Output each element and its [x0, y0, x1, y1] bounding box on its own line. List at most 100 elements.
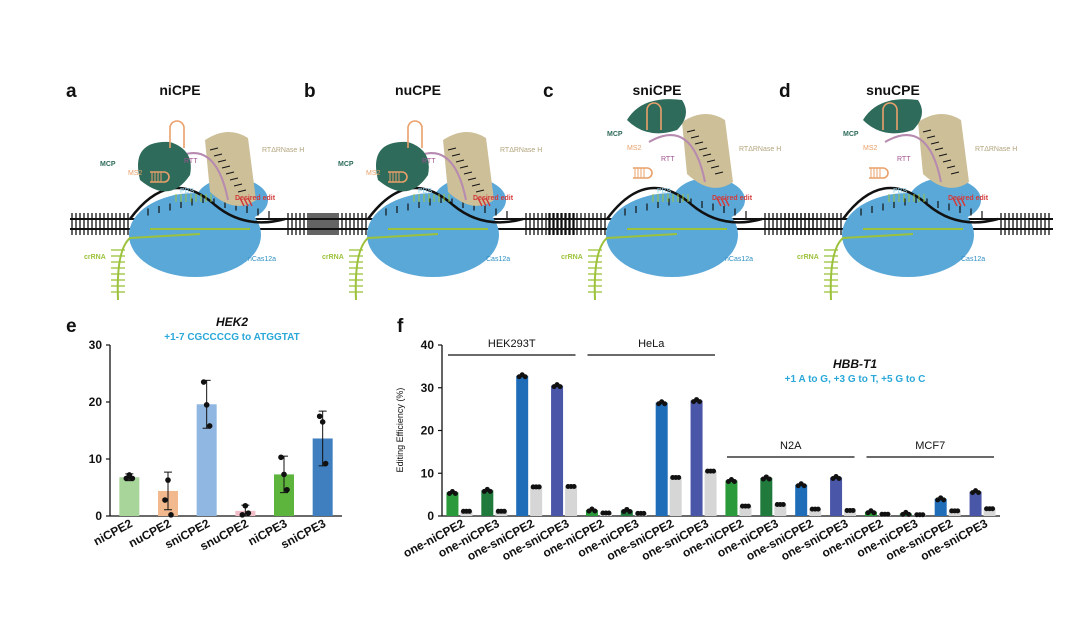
edit-mark: [716, 197, 722, 207]
label-crrna: crRNA: [797, 254, 819, 261]
e-ytick-label: 20: [89, 395, 103, 409]
panel-letter-a: a: [66, 81, 77, 102]
label-cas12a: Cas12a: [961, 256, 985, 263]
label-mcp: MCP: [843, 131, 859, 138]
label-pbs: PBS: [893, 188, 907, 195]
f-point: [571, 484, 577, 490]
rtt-base: [217, 159, 227, 163]
e-point: [245, 510, 252, 516]
f-point: [871, 510, 877, 516]
e-point: [319, 419, 326, 425]
f-point: [780, 501, 786, 507]
f-point: [592, 508, 598, 514]
rtt-base: [702, 153, 712, 157]
rtt-base: [451, 153, 461, 157]
edit-mark: [247, 197, 253, 207]
f-bar-edit: [934, 498, 947, 516]
edit-mark: [952, 197, 958, 207]
rt-rnaseh-body: [682, 113, 733, 188]
rtt-base: [694, 141, 704, 145]
panel-f-subtitle: +1 A to G, +3 G to T, +5 G to C: [785, 374, 926, 385]
f-bar-control: [983, 508, 996, 516]
e-point: [316, 413, 323, 420]
e-ytick-label: 30: [89, 338, 103, 352]
rtt-base: [946, 165, 956, 169]
f-bar-edit: [760, 477, 773, 516]
label-mcp: MCP: [607, 131, 623, 138]
f-point: [697, 399, 703, 405]
label-crrna: crRNA: [322, 254, 344, 261]
mcp-body: [376, 141, 429, 192]
ms2-hairpin: [869, 167, 889, 179]
rtt-base: [930, 141, 940, 145]
panel-letter-e: e: [66, 316, 77, 337]
edit-mark: [481, 197, 487, 207]
label-ms2: MS2: [863, 145, 878, 152]
label-rtt: RTT: [661, 156, 675, 163]
edit-mark: [960, 197, 966, 207]
f-cellline-label: N2A: [780, 440, 802, 452]
e-point: [168, 512, 174, 518]
f-bar-control: [948, 510, 961, 516]
ms2-hairpin: [388, 171, 408, 183]
f-point: [641, 510, 647, 516]
edit-mark: [485, 197, 491, 207]
panel-title-b: nuCPE: [395, 82, 441, 98]
panel-f-title: HBB-T1: [833, 357, 877, 371]
rtt-base: [447, 147, 457, 151]
rtt-strand: [884, 134, 942, 183]
label-desired-edit: Desired edit: [235, 195, 276, 202]
f-point: [850, 507, 856, 513]
label-rtt: RTT: [184, 158, 198, 165]
rtt-base: [229, 177, 239, 181]
rtt-base: [938, 153, 948, 157]
rt-rnaseh-body: [443, 131, 494, 206]
f-point: [452, 490, 458, 496]
f-point: [501, 508, 507, 514]
f-point: [606, 510, 612, 516]
displaced-strand: [841, 186, 999, 224]
f-bar-edit: [690, 400, 703, 516]
panel-title-c: sniCPE: [632, 82, 681, 98]
f-point: [801, 483, 807, 489]
ms2-hairpin: [150, 171, 170, 183]
f-bar-control: [530, 486, 543, 516]
e-point: [162, 497, 168, 503]
label-desired-edit: Desired edit: [473, 195, 514, 202]
e-point: [239, 512, 246, 518]
f-bar-edit: [830, 477, 843, 516]
f-ytick-label: 0: [427, 509, 434, 523]
e-point: [165, 477, 171, 483]
panel-title-a: niCPE: [159, 82, 200, 98]
f-cellline-label: HeLa: [638, 338, 665, 350]
rtt-base: [471, 183, 481, 187]
f-point: [815, 506, 821, 512]
label-cas12a: nCas12a: [725, 256, 753, 263]
e-bar: [196, 404, 217, 516]
f-point: [976, 490, 982, 496]
displaced-strand: [128, 186, 286, 224]
f-bar-control: [809, 509, 822, 516]
e-ytick-label: 10: [89, 452, 103, 466]
f-bar-edit: [585, 510, 598, 516]
f-ytick-label: 10: [421, 466, 435, 480]
top-hairpin: [882, 102, 898, 130]
rtt-strand: [648, 134, 706, 183]
f-point: [662, 401, 668, 407]
f-point: [766, 476, 772, 482]
label-cas12a: Cas12a: [486, 256, 510, 263]
f-point: [711, 468, 717, 474]
f-bar-edit: [481, 490, 494, 516]
e-bar: [119, 477, 140, 516]
e-point: [203, 402, 210, 408]
panel-f-ylabel: Editing Efficiency (%): [395, 388, 405, 473]
e-point: [200, 379, 207, 385]
edit-mark: [243, 197, 249, 207]
label-pbs: PBS: [180, 188, 194, 195]
panel-letter-b: b: [304, 81, 316, 102]
cas12a-lobe: [673, 178, 745, 222]
